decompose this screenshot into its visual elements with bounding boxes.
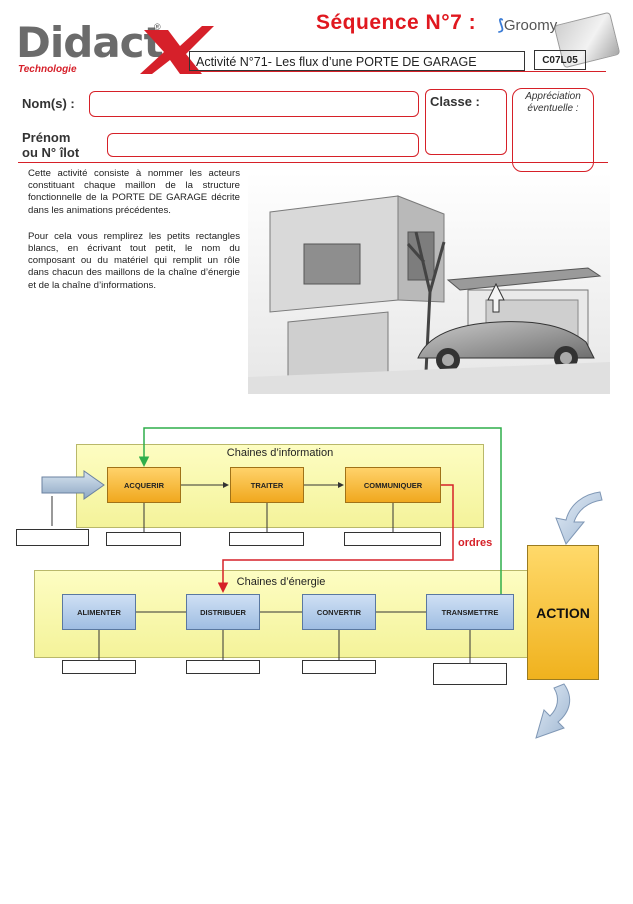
input-arrow-icon [41, 470, 105, 500]
intro-text: Cette activité consiste à nommer les act… [28, 168, 240, 306]
logo-text: Didact [16, 18, 164, 67]
answer-box-transmettre[interactable] [433, 663, 507, 685]
answer-box-alimenter[interactable] [62, 660, 136, 674]
sequence-title: Séquence N°7 : [316, 11, 477, 34]
appreciation-box[interactable] [512, 88, 594, 172]
activity-code: C07L05 [534, 50, 586, 70]
answer-box-acquerir[interactable] [106, 532, 181, 546]
firstname-field[interactable] [107, 133, 419, 157]
appreciation-label: Appréciation éventuelle : [525, 91, 581, 114]
block-acquerir: ACQUERIR [107, 467, 181, 503]
action-block: ACTION [527, 545, 599, 680]
garage-illustration [248, 172, 610, 394]
logo-subtitle: Technologie [18, 64, 77, 75]
block-traiter: TRAITER [230, 467, 304, 503]
answer-box-distribuer[interactable] [186, 660, 260, 674]
answer-box-traiter[interactable] [229, 532, 304, 546]
block-convertir: CONVERTIR [302, 594, 376, 630]
names-label: Nom(s) : [22, 96, 75, 111]
brand-logo-icon: ⟆ [498, 17, 504, 34]
energy-chain-title: Chaines d’énergie [236, 576, 326, 588]
names-field[interactable] [89, 91, 419, 117]
answer-box-communiquer[interactable] [344, 532, 441, 546]
answer-box-convertir[interactable] [302, 660, 376, 674]
header-divider [186, 71, 606, 72]
class-field[interactable] [425, 89, 507, 155]
logo-x-icon [140, 26, 214, 74]
info-chain-title: Chaines d’information [226, 447, 334, 459]
diagram-connectors [51, 427, 502, 663]
action-output-arrow-icon [535, 683, 571, 739]
block-communiquer: COMMUNIQUER [345, 467, 441, 503]
activity-title: Activité N°71- Les flux d’une PORTE DE G… [189, 51, 525, 71]
answer-box-input-signal[interactable] [16, 529, 89, 546]
logo-registered-mark: ® [154, 22, 161, 32]
class-label: Classe : [430, 94, 480, 109]
form-divider [18, 162, 608, 163]
action-input-arrow-icon [555, 491, 603, 545]
block-transmettre: TRANSMETTRE [426, 594, 514, 630]
intro-paragraph-1: Cette activité consiste à nommer les act… [28, 168, 240, 216]
orders-label: ordres [458, 537, 493, 549]
firstname-label: Prénom ou N° îlot [22, 130, 80, 160]
brand-name: ⟆Groomy [498, 17, 558, 34]
block-distribuer: DISTRIBUER [186, 594, 260, 630]
intro-paragraph-2: Pour cela vous remplirez les petits rect… [28, 230, 240, 291]
block-alimenter: ALIMENTER [62, 594, 136, 630]
